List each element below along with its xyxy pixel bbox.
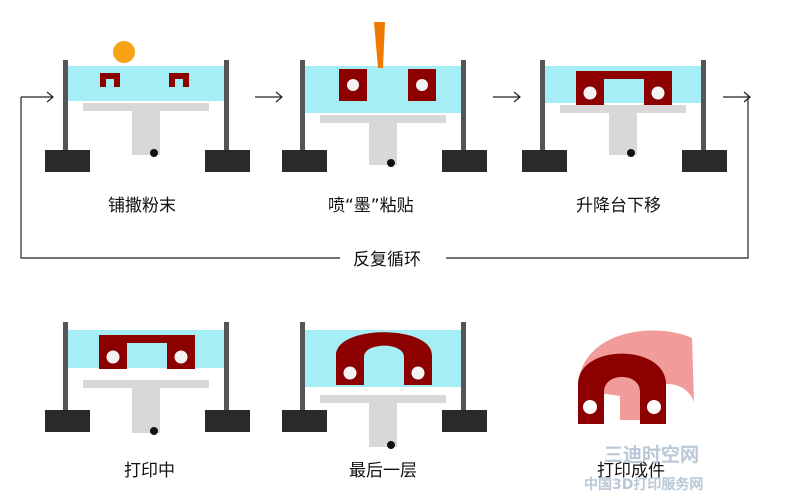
part-left-hole <box>106 350 120 364</box>
machine-spread <box>45 60 250 172</box>
part-left-hole <box>583 86 597 100</box>
label-printing: 打印中 <box>124 461 175 481</box>
arrow-head <box>743 91 751 103</box>
piston-pin <box>150 427 158 435</box>
watermark-site-name: 三迪时空网 <box>604 444 700 466</box>
base-foot-right <box>442 410 487 432</box>
frame-right-post <box>224 322 229 412</box>
extras <box>113 22 694 424</box>
frame-right-post <box>224 60 229 152</box>
finished-part-face <box>578 353 666 424</box>
printed-part <box>100 73 189 87</box>
label-last-layer: 最后一层 <box>349 461 417 481</box>
powder-bed <box>302 66 464 113</box>
part-bridge <box>576 71 672 105</box>
base-foot-left <box>282 410 327 432</box>
base-foot-left <box>282 150 327 172</box>
arrow-into-step-1 <box>21 91 54 103</box>
part-right-layer <box>169 73 189 87</box>
part-left-hole <box>347 79 359 91</box>
part-right-hole <box>411 366 425 380</box>
platform-piston <box>369 123 397 165</box>
base-foot-right <box>205 150 250 172</box>
machine-inkjet <box>282 60 487 172</box>
part-right-hole <box>416 79 428 91</box>
finished-part-right-hole <box>647 400 661 414</box>
inkjet-nozzle <box>374 22 385 68</box>
platform-piston <box>609 113 637 155</box>
frame-right-post <box>461 322 466 412</box>
label-inkjet-binding: 喷“墨”粘贴 <box>328 196 414 216</box>
base-foot-left <box>522 150 567 172</box>
platform-piston <box>369 403 397 447</box>
arrow-step-3-out <box>723 91 751 103</box>
frame-left-post <box>300 60 305 152</box>
base-foot-left <box>45 410 90 432</box>
frame-left-post <box>63 60 68 152</box>
powder-ball <box>113 41 135 63</box>
label-finished-part: 打印成件 <box>597 461 665 481</box>
frame-left-post <box>540 60 545 152</box>
platform-piston <box>132 388 160 433</box>
label-platform-lower: 升降台下移 <box>576 196 661 216</box>
part-right-hole <box>651 86 665 100</box>
arrow-step-2-to-3 <box>493 91 521 103</box>
machine-illustrations <box>45 60 727 449</box>
powder-bed <box>65 66 227 101</box>
frame-right-post <box>461 60 466 152</box>
base-foot-right <box>205 410 250 432</box>
piston-pin <box>150 149 158 157</box>
build-platform <box>83 380 209 388</box>
arrow-head <box>275 91 283 103</box>
piston-pin <box>387 441 395 449</box>
part-left-hole <box>343 366 357 380</box>
build-platform <box>320 395 446 403</box>
printed-part <box>336 332 432 385</box>
printed-part <box>576 71 672 105</box>
printed-part <box>99 335 195 369</box>
cycle-line-left <box>20 97 340 259</box>
base-foot-right <box>682 150 727 172</box>
machine-lower <box>522 60 727 172</box>
arrow-head <box>46 91 54 103</box>
finished-part-left-hole <box>583 400 597 414</box>
build-platform <box>320 115 446 123</box>
piston-pin <box>387 159 395 167</box>
watermark-site-subtitle: 中国3D打印服务网 <box>584 477 704 493</box>
arrow-step-1-to-2 <box>255 91 283 103</box>
label-spread-powder: 铺撒粉末 <box>108 196 176 216</box>
printed-part <box>339 69 436 101</box>
base-foot-left <box>45 150 90 172</box>
base-foot-right <box>442 150 487 172</box>
machine-last <box>282 322 487 449</box>
platform-piston <box>132 111 160 155</box>
build-platform <box>560 105 686 113</box>
part-left-layer <box>100 73 120 87</box>
arrow-head <box>513 91 521 103</box>
part-right-hole <box>174 350 188 364</box>
part-bridge <box>99 335 195 369</box>
cycle-label: 反复循环 <box>353 250 421 270</box>
part-arch <box>336 332 432 385</box>
cycle-arrow <box>20 91 751 259</box>
piston-pin <box>627 149 635 157</box>
frame-right-post <box>701 60 706 152</box>
build-platform <box>83 103 209 111</box>
frame-left-post <box>63 322 68 412</box>
cycle-line-right <box>446 97 749 259</box>
frame-left-post <box>300 322 305 412</box>
machine-printing <box>45 322 250 435</box>
finished-part <box>578 330 694 424</box>
